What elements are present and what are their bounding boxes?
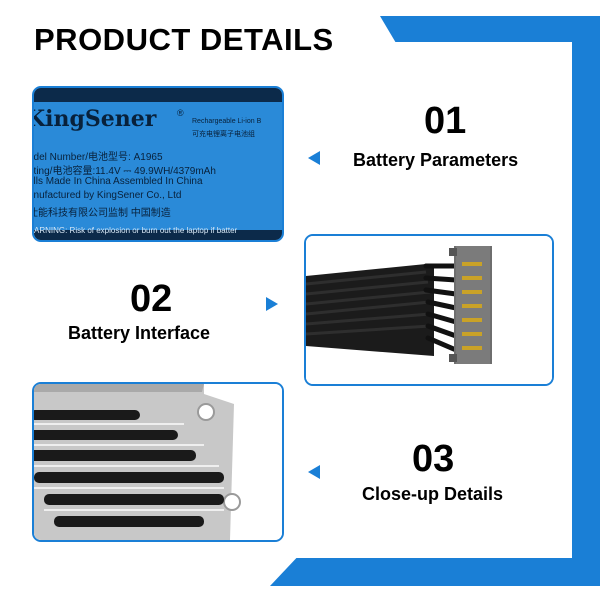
- rechargeable-text-cn: 可充电锂离子电池组: [192, 131, 255, 138]
- pointer-arrow-right-icon: [266, 297, 278, 311]
- registered-mark: ®: [177, 108, 184, 118]
- section-number: 02: [130, 278, 173, 320]
- warning-text: ARNING: Risk of explosion or burn out th…: [34, 226, 238, 235]
- battery-label-image: KingSener ® Rechargeable Li-ion B 可充电锂离子…: [32, 86, 284, 242]
- rechargeable-text: Rechargeable Li-ion B: [192, 118, 262, 125]
- section-caption: Battery Interface: [68, 323, 211, 343]
- rating: ating/电池容量:11.4V ⎓ 49.9WH/4379mAh: [32, 166, 216, 177]
- bottom-accent-band: [270, 558, 600, 586]
- pointer-arrow-left-icon: [308, 151, 320, 165]
- page-title: PRODUCT DETAILS: [34, 22, 334, 57]
- brand-name: KingSener: [32, 106, 157, 132]
- header-accent-band: [380, 16, 600, 42]
- battery-closeup-image: [32, 382, 284, 542]
- manufacturer-cn: 仕能科技有限公司监制 中国制造: [32, 208, 171, 219]
- connector-illustration: [306, 236, 552, 384]
- made-in: ells Made In China Assembled In China: [32, 176, 203, 187]
- manufacturer: anufactured by KingSener Co., Ltd: [32, 190, 182, 201]
- section-number: 01: [424, 100, 467, 142]
- closeup-illustration: [34, 384, 282, 540]
- pointer-arrow-left-icon: [308, 465, 320, 479]
- section-caption: Battery Parameters: [353, 150, 519, 170]
- right-accent-band: [572, 16, 600, 586]
- section-caption: Close-up Details: [362, 484, 504, 504]
- model-number: odel Number/电池型号: A1965: [32, 152, 163, 163]
- section-number: 03: [412, 438, 455, 480]
- battery-connector-image: [304, 234, 554, 386]
